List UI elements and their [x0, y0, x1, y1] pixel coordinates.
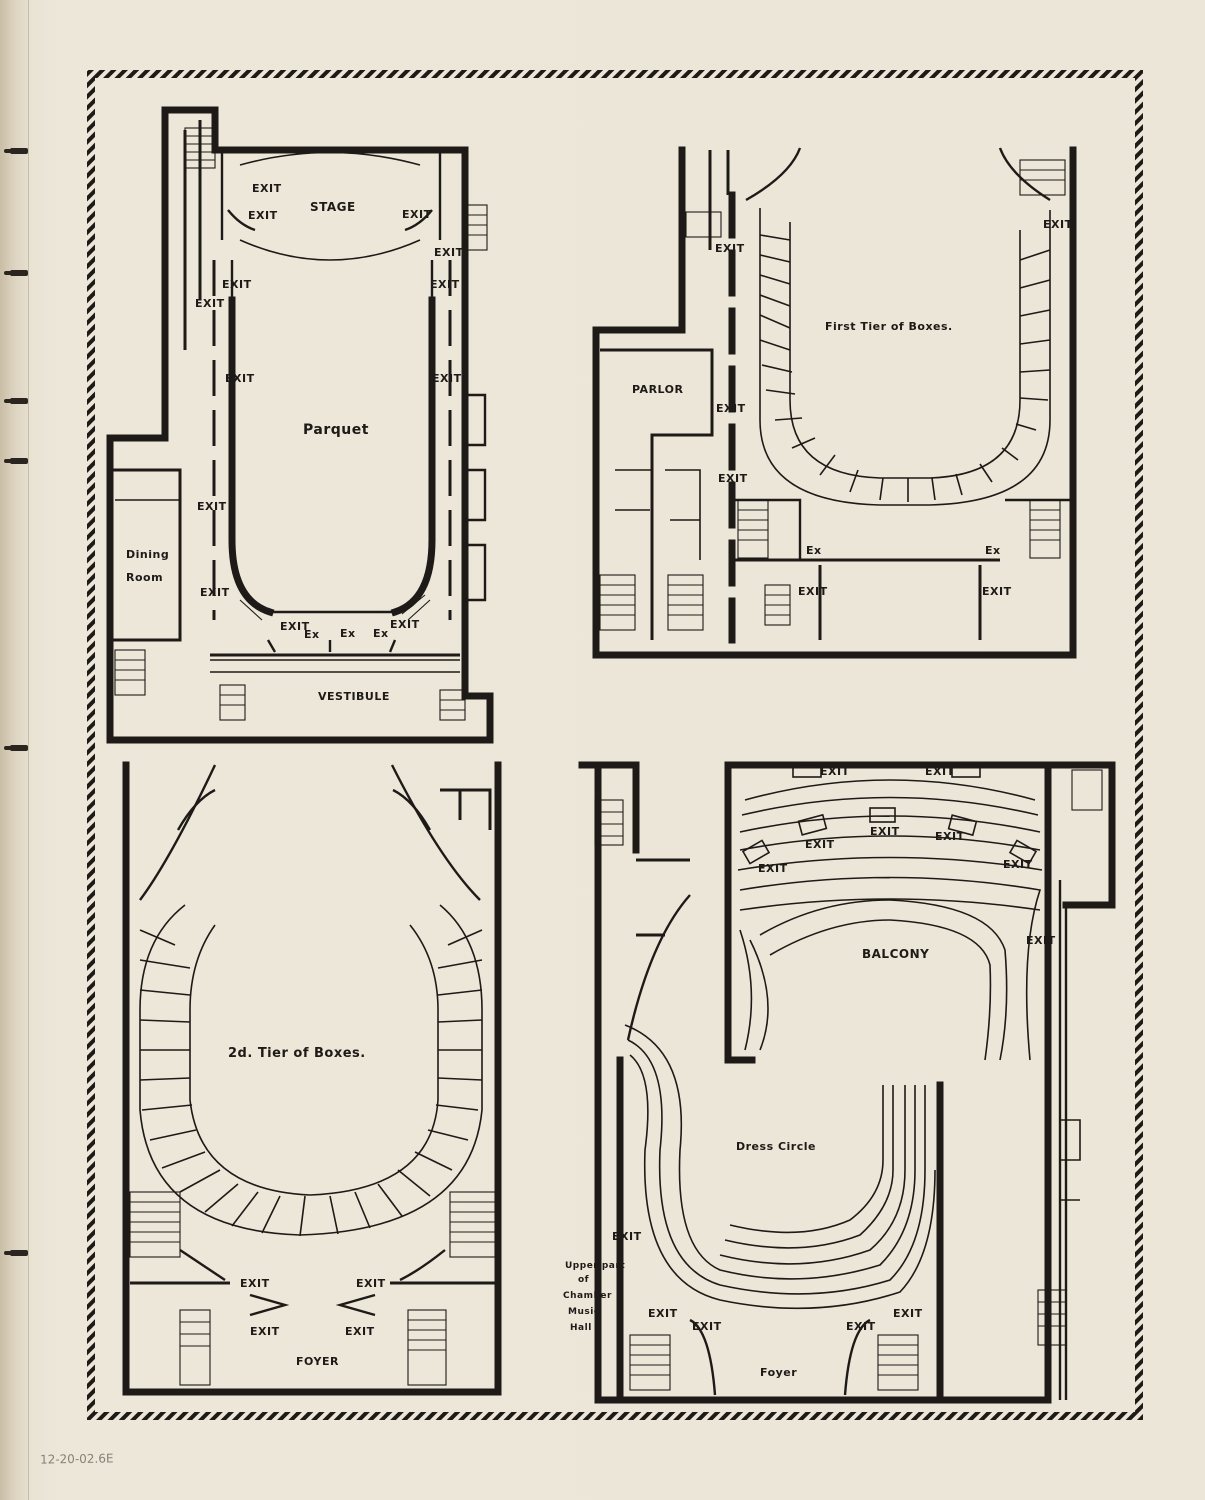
exit-label: EXIT: [1026, 934, 1056, 947]
exit-label: EXIT: [715, 242, 745, 255]
parquet-label: Parquet: [303, 422, 369, 438]
chamber-line-2: of: [578, 1275, 589, 1285]
parlor-label: PARLOR: [632, 383, 684, 396]
exit-label: EXIT: [718, 472, 748, 485]
staple-4: [4, 458, 28, 464]
exit-label: Ex: [340, 627, 356, 640]
exit-label: EXIT: [798, 585, 828, 598]
exit-label: EXIT: [925, 765, 955, 778]
chamber-line-5: Hall: [570, 1323, 592, 1333]
exit-label: EXIT: [280, 620, 310, 633]
exit-label: EXIT: [250, 1325, 280, 1338]
exit-label: Ex: [373, 627, 389, 640]
exit-label: Ex: [985, 544, 1001, 557]
exit-label: EXIT: [1003, 858, 1033, 871]
chamber-line-1: Upper part: [565, 1261, 625, 1271]
balcony-exits: EXIT EXIT EXIT EXIT EXIT EXIT EXIT EXIT …: [612, 765, 1056, 1333]
exit-label: EXIT: [197, 500, 227, 513]
chamber-line-4: Music: [568, 1307, 600, 1317]
second-tier-plan: 2d. Tier of Boxes. FOYER EXIT EXIT EXIT …: [122, 761, 502, 1396]
exit-label: EXIT: [222, 278, 252, 291]
exit-label: EXIT: [612, 1230, 642, 1243]
staple-1: [4, 148, 28, 154]
exit-label: EXIT: [805, 838, 835, 851]
dining-room-label-1: Dining: [126, 548, 169, 561]
staple-2: [4, 270, 28, 276]
stage-label: STAGE: [310, 200, 356, 214]
ground-floor-plan: STAGE Parquet VESTIBULE Dining Room EXIT…: [106, 106, 494, 744]
exit-label: EXIT: [982, 585, 1012, 598]
chamber-line-3: Chamber: [563, 1291, 612, 1301]
exit-label: EXIT: [390, 618, 420, 631]
ground-exits: EXIT EXIT EXIT EXIT EXIT EXIT EXIT EXIT …: [195, 182, 464, 641]
dress-circle-label: Dress Circle: [736, 1140, 816, 1153]
first-tier-plan: First Tier of Boxes. PARLOR EXIT EXIT EX…: [592, 146, 1077, 659]
exit-label: EXIT: [356, 1277, 386, 1290]
foyer-label: Foyer: [760, 1366, 797, 1379]
exit-label: EXIT: [225, 372, 255, 385]
exit-label: EXIT: [870, 825, 900, 838]
vestibule-label: VESTIBULE: [318, 690, 390, 703]
exit-label: EXIT: [893, 1307, 923, 1320]
exit-label: EXIT: [248, 209, 278, 222]
exit-label: EXIT: [648, 1307, 678, 1320]
balcony-label: BALCONY: [862, 947, 929, 961]
exit-label: EXIT: [716, 402, 746, 415]
staple-5: [4, 745, 28, 751]
second-tier-label: 2d. Tier of Boxes.: [228, 1046, 366, 1061]
chamber-music-hall-label: Upper part of Chamber Music Hall: [563, 1261, 625, 1333]
exit-label: EXIT: [434, 246, 464, 259]
exit-label: EXIT: [432, 372, 462, 385]
exit-label: EXIT: [200, 586, 230, 599]
exit-label: EXIT: [402, 208, 432, 221]
balcony-plan: BALCONY Dress Circle Foyer Upper part of…: [563, 761, 1116, 1404]
exit-label: EXIT: [430, 278, 460, 291]
exit-label: EXIT: [846, 1320, 876, 1333]
exit-label: Ex: [806, 544, 822, 557]
exit-label: EXIT: [935, 830, 965, 843]
exit-label: EXIT: [252, 182, 282, 195]
page-border: [87, 70, 1143, 1420]
exit-label: EXIT: [345, 1325, 375, 1338]
exit-label: Ex: [304, 628, 320, 641]
exit-label: EXIT: [1043, 218, 1073, 231]
catalog-number: 12-20-02.6E: [39, 1451, 114, 1467]
staple-3: [4, 398, 28, 404]
exit-label: EXIT: [240, 1277, 270, 1290]
first-tier-exits: EXIT EXIT EXIT EXIT Ex Ex EXIT EXIT: [715, 218, 1073, 598]
foyer-label: FOYER: [296, 1355, 339, 1368]
staple-6: [4, 1250, 28, 1256]
first-tier-label: First Tier of Boxes.: [825, 320, 953, 333]
dining-room-label-2: Room: [126, 571, 163, 584]
second-tier-exits: EXIT EXIT EXIT EXIT: [240, 1277, 386, 1338]
exit-label: EXIT: [692, 1320, 722, 1333]
exit-label: EXIT: [195, 297, 225, 310]
exit-label: EXIT: [758, 862, 788, 875]
exit-label: EXIT: [820, 765, 850, 778]
